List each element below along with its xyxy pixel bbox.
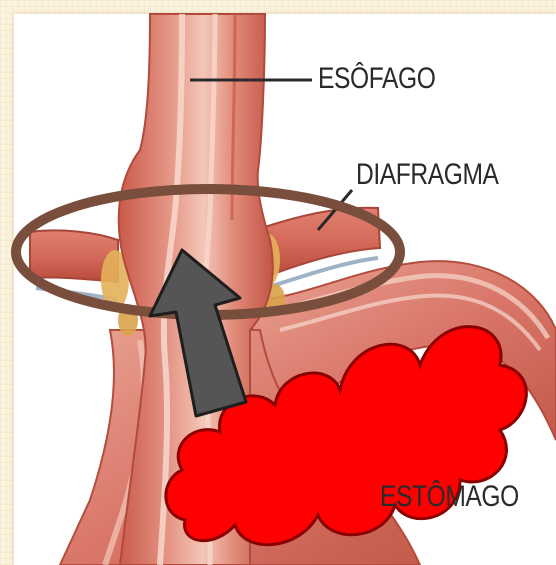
stomach-label: ESTÔMAGO <box>380 480 519 514</box>
esophagus-label: ESÔFAGO <box>318 62 435 96</box>
diaphragm-label: DIAFRAGMA <box>356 158 499 192</box>
